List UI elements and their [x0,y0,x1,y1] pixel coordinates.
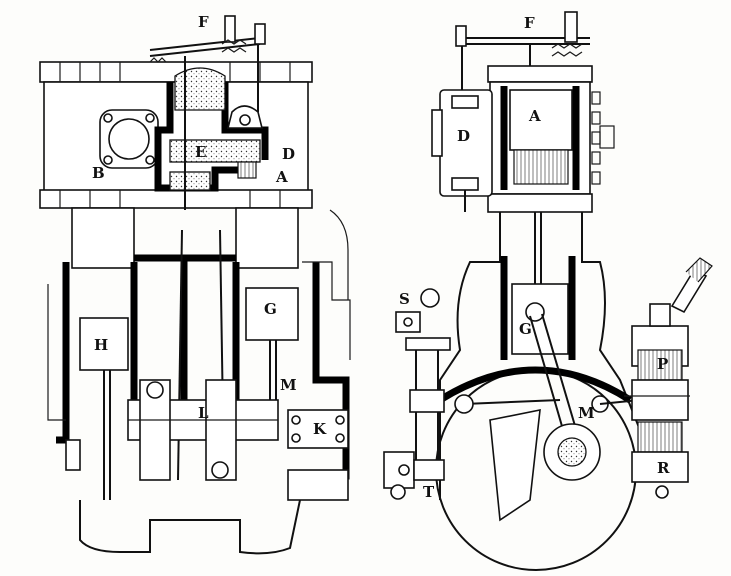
label-right-F: F [524,14,535,32]
label-left-K: K [313,420,327,438]
left-oil-sump [79,499,301,555]
right-rocker-gear [455,11,590,90]
label-right-A: A [528,107,541,125]
left-main-bearing-K [287,409,349,501]
label-left-G: G [264,300,277,318]
left-piston-G [245,287,299,341]
label-left-H: H [94,336,108,354]
label-right-T: T [423,483,435,501]
right-cooling-fins [591,91,615,185]
left-valve-assembly [226,105,264,179]
left-connecting-rods [103,229,277,500]
right-crankcase-right [581,212,642,471]
left-combustion-chamber-wall [154,82,240,192]
left-exhaust-port-flange [99,109,159,169]
right-pump-S [395,288,451,470]
right-engine-view [383,11,713,571]
right-crankcase-left [439,212,501,500]
label-left-A: A [275,168,288,186]
label-left-E: E [195,143,206,161]
label-right-G: G [519,320,532,338]
left-flange-bolts [59,62,291,208]
left-head-bottom-flange [39,189,313,209]
label-left-B: B [92,164,105,182]
right-counterweight [489,409,541,522]
right-connecting-rod-M [489,313,601,522]
left-rocker-gear [149,15,266,210]
left-cylinder-bore-2 [235,207,299,269]
right-pump-T [383,451,445,500]
label-right-P: P [657,355,668,373]
right-valve-box-D [431,89,493,212]
label-right-S: S [399,290,410,308]
right-wrist-pin [525,302,545,322]
left-crankcase-wall-left [56,262,70,444]
right-crank-chamber-wall [438,366,632,403]
left-drain-plug [65,439,81,471]
label-left-F: F [198,13,209,31]
right-head-top [487,65,593,83]
label-left-D: D [282,145,295,163]
left-crankshaft [127,379,279,481]
left-crankcase-flange-left [47,284,66,421]
left-cylinder-bore-1 [71,207,135,269]
left-water-pipe [329,209,349,300]
right-view-labels: F A D S G M P R T [399,14,670,501]
right-magneto-PR [624,257,713,499]
label-right-R: R [657,459,670,477]
left-engine-view [39,15,351,555]
left-head-cavity [174,67,226,111]
left-valve-chamber-E [169,139,261,163]
right-side-linkage [454,394,661,414]
right-cylinder-A [509,89,573,151]
right-cylinder-head-cavity [513,149,569,185]
left-valve-seat [169,171,211,191]
label-left-L: L [198,404,209,422]
right-head-bottom [487,193,593,213]
label-right-M: M [578,404,595,422]
left-view-labels: F E D B A G H L M K [92,13,327,438]
label-right-D: D [457,127,470,145]
label-left-M: M [280,376,297,394]
